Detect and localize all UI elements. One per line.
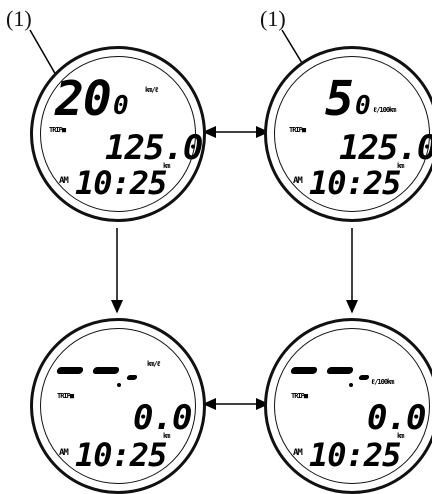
callout-label-left: (1) <box>6 6 32 31</box>
fuel-economy-unit: km/ℓ <box>147 360 161 368</box>
clock-display: 10:25 <box>309 436 401 474</box>
trip-indicator: TRIP■ <box>57 392 74 400</box>
blank-segment-dot <box>349 383 353 387</box>
fuel-economy-integer: 5 <box>325 71 354 127</box>
ampm-indicator: AM <box>293 448 303 458</box>
blank-segment-dash <box>290 367 318 374</box>
fuel-economy-decimal: 0 <box>355 91 371 121</box>
meter-dial-liters-per-100km: 5 0 ℓ/100km TRIP■ 125.0 km AM 10:25 <box>264 46 432 222</box>
blank-segment-dash-small <box>358 375 370 380</box>
clock-display: 10:25 <box>75 436 167 474</box>
blank-segment-dash <box>326 367 354 374</box>
trip-indicator: TRIP■ <box>289 126 306 134</box>
odometer-unit: km <box>163 162 171 170</box>
fuel-economy-integer: 20 <box>55 71 112 127</box>
odometer-value: 0.0 <box>133 398 192 438</box>
blank-segment-dash <box>56 367 84 374</box>
ampm-indicator: AM <box>59 176 69 186</box>
meter-dial-km-per-liter-reset: km/ℓ TRIP■ 0.0 km AM 10:25 <box>30 318 206 494</box>
ampm-indicator: AM <box>59 448 69 458</box>
blank-segment-dash <box>92 367 120 374</box>
ampm-indicator: AM <box>293 176 303 186</box>
odometer-value: 125.0 <box>339 128 432 168</box>
fuel-economy-unit: km/ℓ <box>145 86 159 94</box>
fuel-economy-decimal: 0 <box>113 91 129 121</box>
fuel-economy-unit: ℓ/100km <box>373 106 396 114</box>
blank-segment-dot <box>117 383 121 387</box>
fuel-economy-unit: ℓ/100km <box>371 378 394 386</box>
callout-label-right: (1) <box>260 6 286 31</box>
meter-dial-km-per-liter: 20 0 km/ℓ TRIP■ 125.0 km AM 10:25 <box>30 46 206 222</box>
clock-display: 10:25 <box>75 164 167 202</box>
odometer-unit: km <box>163 432 171 440</box>
odometer-value: 0.0 <box>367 398 426 438</box>
odometer-unit: km <box>397 432 405 440</box>
odometer-value: 125.0 <box>105 128 203 168</box>
blank-segment-dash-small <box>126 375 138 380</box>
trip-indicator: TRIP■ <box>49 126 66 134</box>
meter-dial-liters-per-100km-reset: ℓ/100km TRIP■ 0.0 km AM 10:25 <box>264 318 432 494</box>
odometer-unit: km <box>397 162 405 170</box>
clock-display: 10:25 <box>309 164 401 202</box>
trip-indicator: TRIP■ <box>291 392 308 400</box>
